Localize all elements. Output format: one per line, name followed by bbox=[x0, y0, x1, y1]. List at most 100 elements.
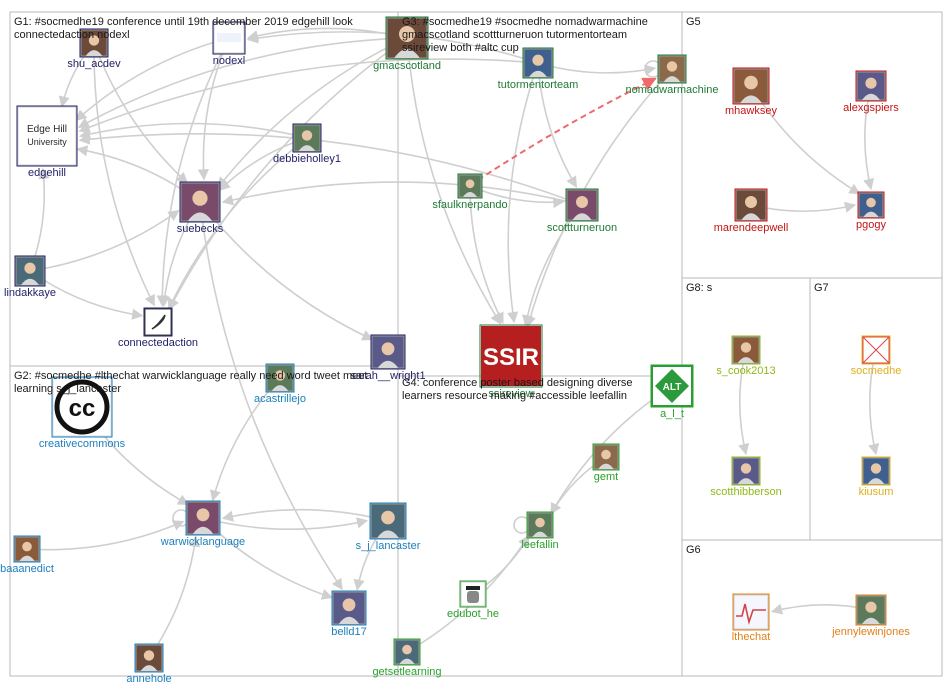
node-annehole[interactable]: annehole bbox=[126, 644, 171, 685]
node-label-shu_acdev: shu_acdev bbox=[67, 58, 121, 70]
cc-logo-text: cc bbox=[69, 395, 96, 422]
edge-nodexl-to-connectedaction bbox=[162, 38, 229, 306]
getsetlearning-avatar-icon bbox=[395, 640, 419, 664]
node-label-scotthibberson: scotthibberson bbox=[710, 486, 782, 498]
alexgspiers-avatar-icon bbox=[857, 72, 885, 100]
node-label-s_j_lancaster: s_j_lancaster bbox=[356, 540, 421, 552]
gemt-avatar-icon bbox=[594, 445, 618, 469]
node-label-sfaulknerpando: sfaulknerpando bbox=[432, 199, 507, 211]
leefallin-avatar-icon bbox=[528, 513, 552, 537]
edgehill-logo-text-2: University bbox=[27, 137, 67, 147]
node-label-marendeepwell: marendeepwell bbox=[714, 222, 789, 234]
edge-suebecks-to-sarah bbox=[200, 202, 372, 340]
kiusum-avatar-icon bbox=[863, 458, 889, 484]
node-label-edgehill: edgehill bbox=[28, 167, 66, 179]
marendeepwell-avatar-icon bbox=[736, 190, 766, 220]
node-lindakkaye[interactable]: lindakkaye bbox=[4, 256, 56, 299]
node-marendeepwell[interactable]: marendeepwell bbox=[714, 189, 789, 234]
node-label-kiusum: kiusum bbox=[859, 486, 894, 498]
node-label-tutormentorteam: tutormentorteam bbox=[498, 79, 579, 91]
node-belld17[interactable]: belld17 bbox=[331, 591, 366, 638]
node-leefallin[interactable]: leefallin bbox=[521, 512, 558, 551]
node-label-mhawksey: mhawksey bbox=[725, 105, 777, 117]
node-edubot_he[interactable]: edubot_he bbox=[447, 581, 499, 620]
group-box-g7 bbox=[810, 278, 942, 540]
node-alexgspiers[interactable]: alexgspiers bbox=[843, 71, 899, 114]
node-label-pgogy: pgogy bbox=[856, 219, 886, 231]
group-label-g1-line2: connectedaction nodexl bbox=[14, 29, 130, 41]
group-label-g8: G8: s bbox=[686, 282, 713, 294]
node-scotthibberson[interactable]: scotthibberson bbox=[710, 457, 782, 498]
group-label-g2-line2: learning s_j_lancaster bbox=[14, 383, 121, 395]
edge-warwicklanguage-to-s_j_lancaster bbox=[203, 518, 367, 529]
node-label-a_l_t: a_l_t bbox=[660, 408, 684, 420]
node-label-scottturneruon: scottturneruon bbox=[547, 222, 617, 234]
group-label-g6: G6 bbox=[686, 544, 701, 556]
node-nomadwarmachine[interactable]: nomadwarmachine bbox=[626, 55, 719, 96]
node-label-baaanedict: baaanedict bbox=[0, 563, 54, 575]
node-label-annehole: annehole bbox=[126, 673, 171, 685]
node-debbieholley1[interactable]: debbieholley1 bbox=[273, 124, 341, 165]
node-s_cook2013[interactable]: s_cook2013 bbox=[716, 336, 775, 377]
node-label-lthechat: lthechat bbox=[732, 631, 771, 643]
node-label-lindakkaye: lindakkaye bbox=[4, 287, 56, 299]
node-label-suebecks: suebecks bbox=[177, 223, 224, 235]
edubot-avatar-icon bbox=[461, 582, 485, 606]
tutormentorteam-avatar-icon bbox=[524, 49, 552, 77]
node-jennylewinjones[interactable]: jennylewinjones bbox=[831, 595, 910, 638]
baaanedict-avatar-icon bbox=[15, 537, 39, 561]
node-label-creativecommons: creativecommons bbox=[39, 438, 126, 450]
edge-annehole-to-warwicklanguage bbox=[149, 537, 196, 658]
node-label-alexgspiers: alexgspiers bbox=[843, 102, 899, 114]
edge-gmacscotland-to-connectedaction bbox=[169, 38, 407, 309]
node-pgogy[interactable]: pgogy bbox=[856, 192, 886, 231]
edgehill-logo-text: Edge Hill bbox=[27, 124, 67, 135]
node-mhawksey[interactable]: mhawksey bbox=[725, 68, 777, 117]
node-label-gemt: gemt bbox=[594, 471, 618, 483]
ssir-logo-text: SSIR bbox=[483, 344, 539, 371]
node-label-socmedhe: socmedhe bbox=[851, 365, 902, 377]
sfaulknerpando-avatar-icon bbox=[459, 175, 481, 197]
annehole-avatar-icon bbox=[136, 645, 162, 671]
lthechat-logo-icon bbox=[734, 595, 768, 629]
group-label-g4: G4: conference poster based designing di… bbox=[402, 377, 633, 389]
node-getsetlearning[interactable]: getsetlearning bbox=[372, 639, 441, 678]
edge-shu_acdev-to-connectedaction bbox=[94, 43, 154, 305]
node-label-leefallin: leefallin bbox=[521, 539, 558, 551]
alt-logo-icon: ALT bbox=[652, 366, 692, 406]
node-gemt[interactable]: gemt bbox=[593, 444, 619, 483]
node-kiusum[interactable]: kiusum bbox=[859, 457, 894, 498]
node-nodexl[interactable]: nodexl bbox=[213, 22, 245, 67]
node-label-getsetlearning: getsetlearning bbox=[372, 666, 441, 678]
node-label-gmacscotland: gmacscotland bbox=[373, 60, 441, 72]
group-labels: G1: #socmedhe19 conference until 19th de… bbox=[14, 16, 829, 556]
sarah-avatar-icon bbox=[372, 336, 404, 368]
socmedhe-placeholder-icon bbox=[863, 337, 889, 363]
node-s_j_lancaster[interactable]: s_j_lancaster bbox=[356, 503, 421, 552]
edge-scottturneruon-to-edgehill bbox=[80, 134, 582, 205]
group-box-g5 bbox=[682, 12, 942, 278]
warwicklanguage-avatar-icon bbox=[187, 502, 219, 534]
node-baaanedict[interactable]: baaanedict bbox=[0, 536, 54, 575]
node-label-jennylewinjones: jennylewinjones bbox=[831, 626, 910, 638]
node-label-edubot_he: edubot_he bbox=[447, 608, 499, 620]
node-socmedhe[interactable]: socmedhe bbox=[851, 336, 902, 377]
edge-warwicklanguage-to-belld17 bbox=[203, 518, 332, 598]
group-label-g3: G3: #socmedhe19 #socmedhe nomadwarmachin… bbox=[402, 16, 648, 28]
group-label-g2: G2: #socmedhe #lthechat warwicklanguage … bbox=[14, 370, 367, 382]
jennylewinjones-avatar-icon bbox=[857, 596, 885, 624]
suebecks-avatar-icon bbox=[181, 183, 219, 221]
node-sfaulknerpando[interactable]: sfaulknerpando bbox=[432, 174, 507, 211]
node-a_l_t[interactable]: ALT a_l_t bbox=[651, 365, 693, 420]
node-lthechat[interactable]: lthechat bbox=[732, 594, 771, 643]
node-suebecks[interactable]: suebecks bbox=[177, 182, 224, 235]
group-label-g7: G7 bbox=[814, 282, 829, 294]
node-label-connectedaction: connectedaction bbox=[118, 337, 198, 349]
group-box-g6 bbox=[682, 540, 942, 676]
s-j-lancaster-avatar-icon bbox=[371, 504, 405, 538]
node-label-nomadwarmachine: nomadwarmachine bbox=[626, 84, 719, 96]
edge-gmacscotland-to-ssireview bbox=[407, 38, 500, 324]
group-label-g5: G5 bbox=[686, 16, 701, 28]
